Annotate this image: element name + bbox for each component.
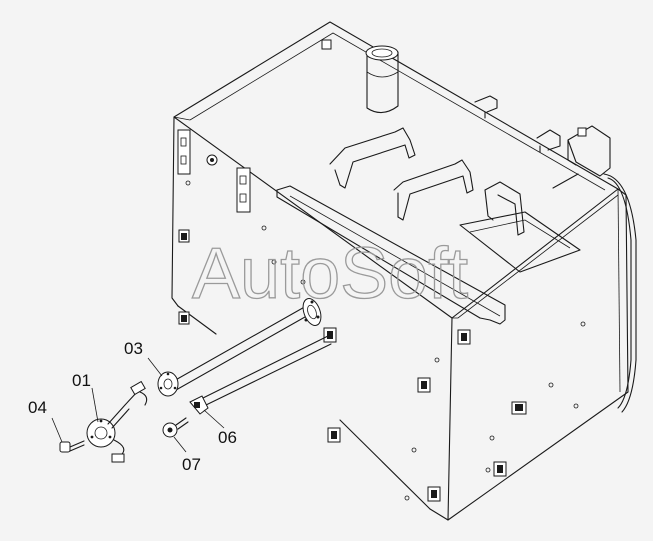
top-brackets	[474, 95, 561, 153]
callout-07: 07	[182, 455, 201, 474]
filler-neck	[321, 39, 399, 114]
callout-04: 04	[28, 398, 47, 417]
mounting-rails	[276, 127, 581, 325]
callout-01: 01	[72, 371, 91, 390]
fuel-tank	[171, 21, 629, 521]
tank-right-face	[447, 188, 629, 521]
left-face-features	[177, 129, 337, 343]
front-face-features	[327, 321, 586, 502]
level-sender-tube	[171, 298, 332, 406]
part-07-bolt	[162, 417, 189, 438]
leader-lines	[51, 357, 225, 453]
tank-left-face	[171, 116, 179, 307]
watermark: AutoSoft	[192, 234, 468, 314]
callout-03: 03	[124, 339, 143, 358]
part-06-clip	[189, 395, 209, 415]
callout-06: 06	[218, 428, 237, 447]
part-03-flange	[157, 371, 179, 397]
tank-bottom-edge	[177, 305, 431, 510]
part-04-screw	[59, 440, 85, 453]
sender-wire-right	[552, 125, 637, 413]
part-01-sender	[86, 380, 148, 463]
